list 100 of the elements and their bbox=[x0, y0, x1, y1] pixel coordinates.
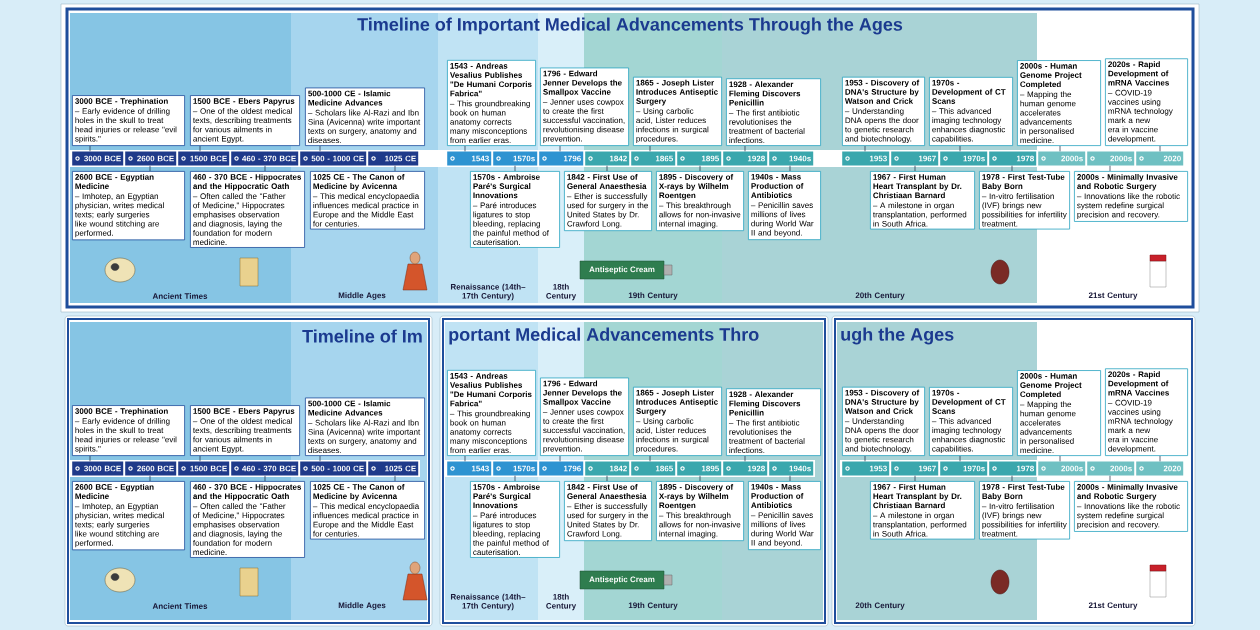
event-box: 2020s - Rapid Development of mRNA Vaccines – COVID-19 vaccines using mRNA technology mark a new era in vaccine development. bbox=[1105, 368, 1188, 456]
leader-line bbox=[606, 475, 608, 482]
leader-line bbox=[1109, 165, 1111, 172]
node-label: 1978 bbox=[1016, 155, 1034, 162]
leader-line bbox=[864, 145, 866, 152]
event-box: 1543 - Andreas Vesalius Publishes "De Humani Corporis Fabrica" – This groundbreaking book on human anatomy corrects many misconceptions from earlier eras. bbox=[447, 59, 536, 146]
event-box: 1500 BCE - Ebers Papyrus – One of the oldest medical texts, describing treatments for various ailments in ancient Egypt. bbox=[190, 95, 300, 146]
leader-line bbox=[464, 145, 466, 152]
node-label: 1953 bbox=[869, 155, 887, 162]
leader-line bbox=[744, 455, 746, 462]
node-label: 3000 BCE bbox=[84, 155, 121, 162]
tube-label: Antiseptic Cream bbox=[589, 576, 655, 584]
leader-line bbox=[319, 455, 321, 462]
node-label: 1978 bbox=[1016, 465, 1034, 472]
node-label: 1928 bbox=[747, 155, 765, 162]
event-box: 1543 - Andreas Vesalius Publishes "De Humani Corporis Fabrica" – This groundbreaking book on human anatomy corrects many misconceptions from earlier eras. bbox=[447, 369, 536, 456]
node-label: 3000 BCE bbox=[84, 465, 121, 472]
node-label: 1500 BCE bbox=[190, 155, 227, 162]
era-label: 19th Century bbox=[628, 602, 678, 610]
node-label: 1025 CE bbox=[385, 155, 416, 162]
leader-line bbox=[864, 455, 866, 462]
era-label: Middle Ages bbox=[338, 602, 386, 610]
node-label: 2000s bbox=[1061, 465, 1083, 472]
node-label: 500 - 1000 CE bbox=[311, 155, 364, 162]
event-box: 1025 CE - The Canon of Medicine by Avicenna – This medical encyclopaedia influences medical practice in Europe and the Middle East for centuries. bbox=[310, 481, 425, 540]
title-fragment: Timeline of Im bbox=[302, 329, 422, 343]
node-label: 2000s bbox=[1110, 155, 1132, 162]
era-label: 18th Century bbox=[546, 283, 577, 301]
node-label: 2020 bbox=[1163, 465, 1181, 472]
node-label: 1970s bbox=[963, 155, 985, 162]
leader-line bbox=[199, 455, 201, 462]
leader-line bbox=[744, 145, 746, 152]
node-label: 1970s bbox=[963, 465, 985, 472]
leader-line bbox=[264, 165, 266, 172]
leader-line bbox=[649, 455, 651, 462]
era-label: Ancient Times bbox=[152, 603, 208, 609]
node-label: 1500 BCE bbox=[190, 465, 227, 472]
leader-line bbox=[89, 145, 91, 152]
event-box: 2600 BCE - Egyptian Medicine – Imhotep, an Egyptian physician, writes medical texts; early surgeries like wound stitching are performed. bbox=[72, 481, 185, 551]
event-box: 2000s - Human Genome Project Completed – Mapping the human genome accelerates advancements in personalised medicine. bbox=[1017, 60, 1101, 146]
event-box: 3000 BCE - Trephination – Early evidence of drilling holes in the skull to treat head injuries or release "evil spirits." bbox=[72, 95, 185, 146]
leader-line bbox=[514, 475, 516, 482]
leader-line bbox=[199, 145, 201, 152]
node-label: 1940s bbox=[789, 465, 811, 472]
node-label: 1842 bbox=[609, 465, 627, 472]
event-box: 500-1000 CE - Islamic Medicine Advances – Scholars like Al-Razi and Ibn Sina (Avicenna) write important texts on surgery, anatomy and diseases. bbox=[305, 397, 425, 456]
node-label: 2000s bbox=[1061, 155, 1083, 162]
event-box: 2000s - Minimally Invasive and Robotic Surgery – Innovations like the robotic system redefine surgical precision and recovery. bbox=[1074, 481, 1188, 532]
leader-line bbox=[559, 145, 561, 152]
era-label: 21st Century bbox=[1088, 292, 1138, 300]
event-box: 2020s - Rapid Development of mRNA Vaccines – COVID-19 vaccines using mRNA technology mark a new era in vaccine development. bbox=[1105, 58, 1188, 146]
leader-line bbox=[89, 455, 91, 462]
era-label: Renaissance (14th–17th Century) bbox=[450, 283, 526, 301]
node-label: 1865 bbox=[655, 465, 673, 472]
leader-line bbox=[394, 475, 396, 482]
leader-line bbox=[149, 475, 151, 482]
node-label: 1940s bbox=[789, 155, 811, 162]
event-box: 1500 BCE - Ebers Papyrus – One of the oldest medical texts, describing treatments for various ailments in ancient Egypt. bbox=[190, 405, 300, 456]
era-label: 20th Century bbox=[855, 292, 905, 300]
leader-line bbox=[1159, 455, 1161, 462]
node-label: 1865 bbox=[655, 155, 673, 162]
node-label: 1967 bbox=[918, 465, 936, 472]
era-label: Ancient Times bbox=[152, 293, 208, 299]
event-box: 1895 - Discovery of X-rays by Wilhelm Roentgen – This breakthrough allows for non-invasive internal imaging. bbox=[656, 171, 744, 232]
era-label: Renaissance (14th–17th Century) bbox=[450, 593, 526, 611]
node-label: 1842 bbox=[609, 155, 627, 162]
event-box: 1895 - Discovery of X-rays by Wilhelm Roentgen – This breakthrough allows for non-invasive internal imaging. bbox=[656, 481, 744, 542]
event-box: 2600 BCE - Egyptian Medicine – Imhotep, an Egyptian physician, writes medical texts; early surgeries like wound stitching are performed. bbox=[72, 171, 185, 241]
leader-line bbox=[914, 475, 916, 482]
tube-label: Antiseptic Cream bbox=[589, 266, 655, 274]
leader-line bbox=[464, 455, 466, 462]
leader-line bbox=[1011, 475, 1013, 482]
event-box: 1570s - Ambroise Paré's Surgical Innovations – Paré introduces ligatures to stop bleeding, replacing the painful method of cauterisation. bbox=[470, 171, 560, 248]
node-label: 1570s bbox=[513, 465, 535, 472]
node-label: 500 - 1000 CE bbox=[311, 465, 364, 472]
title-fragment: portant Medical Advancements Thro bbox=[449, 327, 759, 345]
event-box: 1796 - Edward Jenner Develops the Smallpox Vaccine – Jenner uses cowpox to create the first successful vaccination, revolutionising disease prevention. bbox=[540, 377, 629, 456]
event-box: 3000 BCE - Trephination – Early evidence of drilling holes in the skull to treat head injuries or release "evil spirits." bbox=[72, 405, 185, 456]
node-label: 460 - 370 BCE bbox=[242, 155, 296, 162]
node-label: 1953 bbox=[869, 465, 887, 472]
leader-line bbox=[149, 165, 151, 172]
leader-line bbox=[1059, 455, 1061, 462]
event-box: 1970s - Development of CT Scans – This advanced imaging technology enhances diagnostic capabilities. bbox=[929, 76, 1013, 146]
event-box: 1025 CE - The Canon of Medicine by Avicenna – This medical encyclopaedia influences medical practice in Europe and the Middle East for centuries. bbox=[310, 171, 425, 230]
era-label: 18th Century bbox=[546, 593, 577, 611]
node-label: 2020 bbox=[1163, 155, 1181, 162]
event-box: 1967 - First Human Heart Transplant by Dr. Christiaan Barnard – A milestone in organ transplantation, performed in South Africa. bbox=[870, 481, 975, 540]
leader-line bbox=[649, 145, 651, 152]
event-box: 500-1000 CE - Islamic Medicine Advances – Scholars like Al-Razi and Ibn Sina (Avicenna) write important texts on surgery, anatomy and diseases. bbox=[305, 87, 425, 146]
node-label: 1543 bbox=[471, 465, 489, 472]
event-box: 1978 - First Test-Tube Baby Born – In-vitro fertilisation (IVF) brings new possibilities for infertility treatment. bbox=[979, 481, 1070, 540]
event-box: 1953 - Discovery of DNA's Structure by Watson and Crick – Understanding DNA opens the door to genetic research and biotechnology. bbox=[842, 76, 925, 146]
node-label: 460 - 370 BCE bbox=[242, 465, 296, 472]
era-label: 19th Century bbox=[628, 292, 678, 300]
node-label: 1895 bbox=[701, 155, 719, 162]
event-box: 1865 - Joseph Lister Introduces Antiseptic Surgery – Using carbolic acid, Lister reduces infections in surgical procedures. bbox=[633, 386, 722, 456]
leader-line bbox=[264, 475, 266, 482]
leader-line bbox=[914, 165, 916, 172]
node-label: 2000s bbox=[1110, 465, 1132, 472]
leader-line bbox=[394, 165, 396, 172]
